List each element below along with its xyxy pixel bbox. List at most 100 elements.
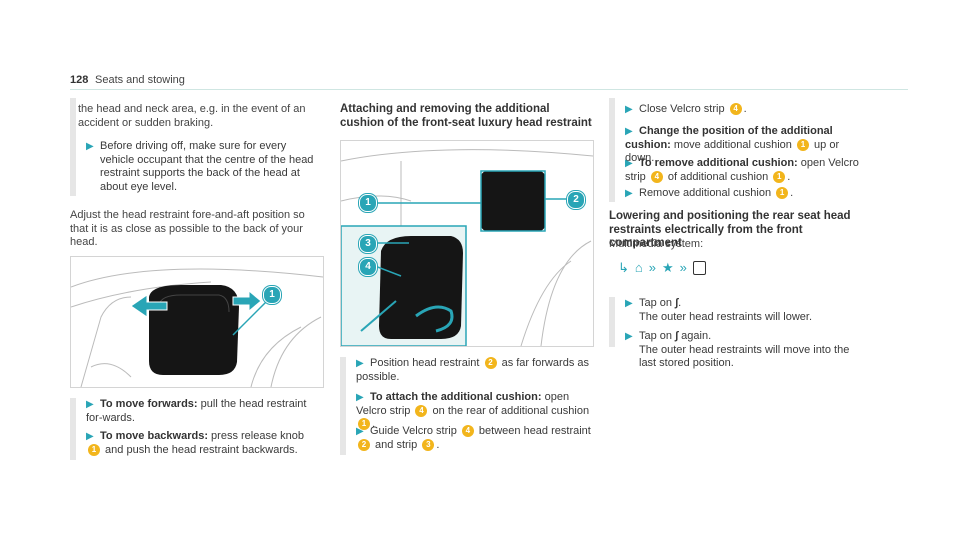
home-icon: ⌂ — [634, 260, 643, 276]
step-text: up or down. — [625, 138, 840, 165]
step-text: and strip — [372, 438, 421, 451]
figure-label-1: 1 — [263, 286, 281, 304]
step-guide-velcro: ▶ Guide Velcro strip 4 between head restr… — [356, 425, 592, 452]
step-text: . — [372, 418, 376, 430]
step-text: . — [790, 187, 794, 199]
step-bold: To move backwards: — [100, 430, 208, 442]
figure-label-1: 1 — [359, 194, 377, 212]
chevron-double-icon: » — [679, 260, 687, 276]
step-bar — [340, 357, 346, 455]
callout-badge: 1 — [776, 187, 789, 200]
headrest-drawing — [71, 268, 323, 387]
note-text: the head and neck area, e.g. in the even… — [78, 103, 306, 129]
star-icon: ★ — [662, 260, 674, 276]
chevron-double-icon: » — [648, 260, 656, 276]
arrow-icon: ▶ — [625, 188, 633, 199]
step-text: on the rear of additional cushion — [429, 404, 590, 417]
page-section-title: Seats and stowing — [95, 74, 185, 86]
rear-restraint-heading: Lowering and positioning the rear seat h… — [609, 210, 851, 249]
arrow-icon: ▶ — [86, 431, 94, 442]
step-text: Remove additional cushion — [639, 187, 775, 199]
arrow-icon: ▶ — [625, 158, 633, 169]
callout-badge: 4 — [729, 103, 742, 116]
callout-badge: 2 — [358, 438, 370, 451]
step-result: The outer head restraints will move into… — [639, 343, 850, 370]
step-text: between head restraint — [475, 425, 591, 437]
callout-badge: 2 — [484, 357, 497, 370]
step-text: press release knob — [208, 430, 304, 442]
car-seat-icon — [692, 261, 706, 275]
step-text: again. — [678, 330, 712, 342]
callout-badge: 4 — [461, 425, 474, 438]
step-bar — [609, 98, 615, 202]
arrow-icon: ▶ — [625, 331, 633, 342]
step-move-backwards: ▶ To move backwards: press release knob 1… — [86, 430, 322, 457]
headrest-fold-icon: ∫ — [675, 297, 679, 309]
step-tap-lower: ▶ Tap on ∫. The outer head restraints wil… — [625, 297, 865, 324]
step-text: open Velcro strip — [625, 157, 859, 183]
step-text: Tap on — [639, 330, 676, 342]
note-box — [70, 98, 328, 196]
arrow-icon: ▶ — [86, 399, 94, 410]
callout-badge: 1 — [358, 418, 370, 431]
step-text: as far forwards as possible. — [356, 357, 589, 383]
step-bold: To move forwards: — [100, 398, 198, 410]
step-text: . — [787, 170, 791, 183]
step-text: Close Velcro strip — [639, 103, 728, 115]
step-text: open Velcro strip — [356, 391, 570, 417]
step-text: Tap on — [639, 297, 676, 309]
step-text: of additional cushion — [664, 170, 772, 183]
step-text: . — [678, 297, 682, 309]
figure-label-4: 4 — [359, 258, 377, 276]
header-divider — [70, 89, 908, 90]
return-arrow-icon: ↳ — [618, 260, 629, 276]
arrow-icon: ▶ — [625, 126, 633, 137]
headrest-illustration: 1 — [70, 256, 324, 388]
step-result: The outer head restraints will lower. — [639, 310, 813, 323]
cushion-drawing — [341, 149, 593, 346]
navigation-path: ↳ ⌂ » ★ » — [618, 259, 706, 277]
callout-badge: 4 — [650, 170, 663, 183]
arrow-icon: ▶ — [356, 426, 364, 437]
step-text: . — [743, 103, 747, 115]
arrow-icon: ▶ — [625, 104, 633, 115]
step-bold: To attach the additional cushion: — [370, 391, 542, 403]
step-change-position: ▶Change the position of the additional c… — [625, 125, 865, 166]
step-text: move additional cushion — [670, 138, 795, 151]
cushion-heading: Attaching and removing the additional cu… — [340, 103, 592, 129]
figure-label-2: 2 — [567, 191, 585, 209]
step-position-restraint: ▶ Position head restraint 2 as far forwar… — [356, 357, 592, 384]
note-bullet: ▶ Before driving off, make sure for every… — [86, 140, 318, 194]
step-bold: To remove additional cushion: — [639, 157, 798, 169]
note-bullet-text: Before driving off, make sure for every … — [100, 140, 314, 193]
step-text: Position head restraint — [370, 357, 483, 369]
callout-badge: 1 — [773, 170, 786, 183]
step-text: pull the head restraint for-wards. — [86, 398, 307, 424]
callout-badge: 1 — [796, 138, 809, 151]
arrow-icon: ▶ — [356, 358, 364, 369]
step-tap-again: ▶ Tap on ∫ again. The outer head restrain… — [625, 330, 865, 371]
cushion-illustration: 1 2 3 4 — [340, 140, 594, 347]
step-attach-cushion: ▶ To attach the additional cushion: open … — [356, 391, 592, 432]
multimedia-label: Multimedia system: — [609, 238, 704, 250]
step-text: and push the head restraint backwards. — [102, 443, 298, 456]
adjust-paragraph: Adjust the head restraint fore-and-aft p… — [70, 209, 305, 248]
callout-badge: 4 — [415, 404, 428, 417]
arrow-icon: ▶ — [86, 141, 94, 152]
arrow-icon: ▶ — [625, 298, 633, 309]
figure-label-3: 3 — [359, 235, 377, 253]
step-bar — [70, 398, 76, 460]
step-remove-cushion: ▶ To remove additional cushion: open Velc… — [625, 157, 865, 184]
arrow-icon: ▶ — [356, 392, 364, 403]
page-number: 128 — [70, 74, 89, 86]
step-remove-additional: ▶ Remove additional cushion 1. — [625, 187, 865, 201]
step-bar — [609, 297, 615, 347]
step-bold: Change the position of the additional cu… — [625, 125, 833, 151]
step-move-forwards: ▶ To move forwards: pull the head restrai… — [86, 398, 322, 425]
callout-badge: 1 — [88, 443, 100, 456]
headrest-fold-icon: ∫ — [675, 330, 679, 342]
callout-badge: 3 — [422, 438, 435, 451]
step-close-velcro: ▶ Close Velcro strip 4. — [625, 103, 865, 117]
step-text: Guide Velcro strip — [370, 425, 460, 437]
step-text: . — [436, 438, 440, 451]
